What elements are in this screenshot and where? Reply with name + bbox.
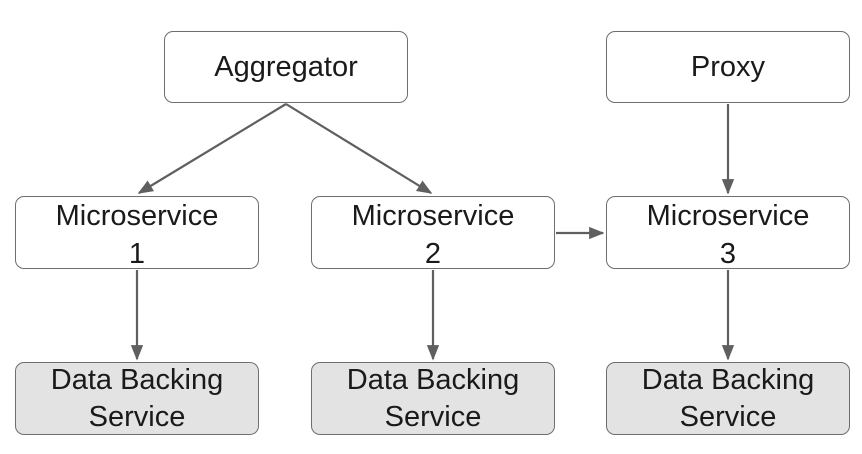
aggregator-label: Aggregator	[214, 51, 358, 83]
proxy-node: Proxy	[606, 31, 850, 103]
edge-aggregator-to-microservice-1	[137, 103, 287, 194]
proxy-label: Proxy	[690, 51, 766, 83]
data-backing-2-line1: Data Backing	[346, 363, 520, 396]
data-backing-service-2-node: Data Backing Service	[311, 362, 555, 435]
microservice-1-number: 1	[128, 238, 146, 270]
data-backing-1-line2: Service	[88, 400, 186, 433]
data-backing-service-1-node: Data Backing Service	[15, 362, 259, 435]
microservice-3-node: Microservice 3	[606, 196, 850, 270]
data-backing-service-3-node: Data Backing Service	[606, 362, 850, 435]
microservice-3-number: 3	[719, 238, 737, 270]
data-backing-2-line2: Service	[384, 400, 482, 433]
microservice-2-number: 2	[424, 238, 442, 270]
aggregator-node: Aggregator	[164, 31, 408, 103]
microservice-2-title: Microservice	[351, 200, 515, 232]
microservice-1-node: Microservice 1	[15, 196, 259, 270]
data-backing-3-line2: Service	[679, 400, 777, 433]
data-backing-3-line1: Data Backing	[641, 363, 815, 396]
microservice-2-node: Microservice 2	[311, 196, 555, 270]
edge-aggregator-to-microservice-2	[285, 103, 433, 194]
microservice-3-title: Microservice	[646, 200, 810, 232]
microservice-1-title: Microservice	[55, 200, 219, 232]
data-backing-1-line1: Data Backing	[50, 363, 224, 396]
